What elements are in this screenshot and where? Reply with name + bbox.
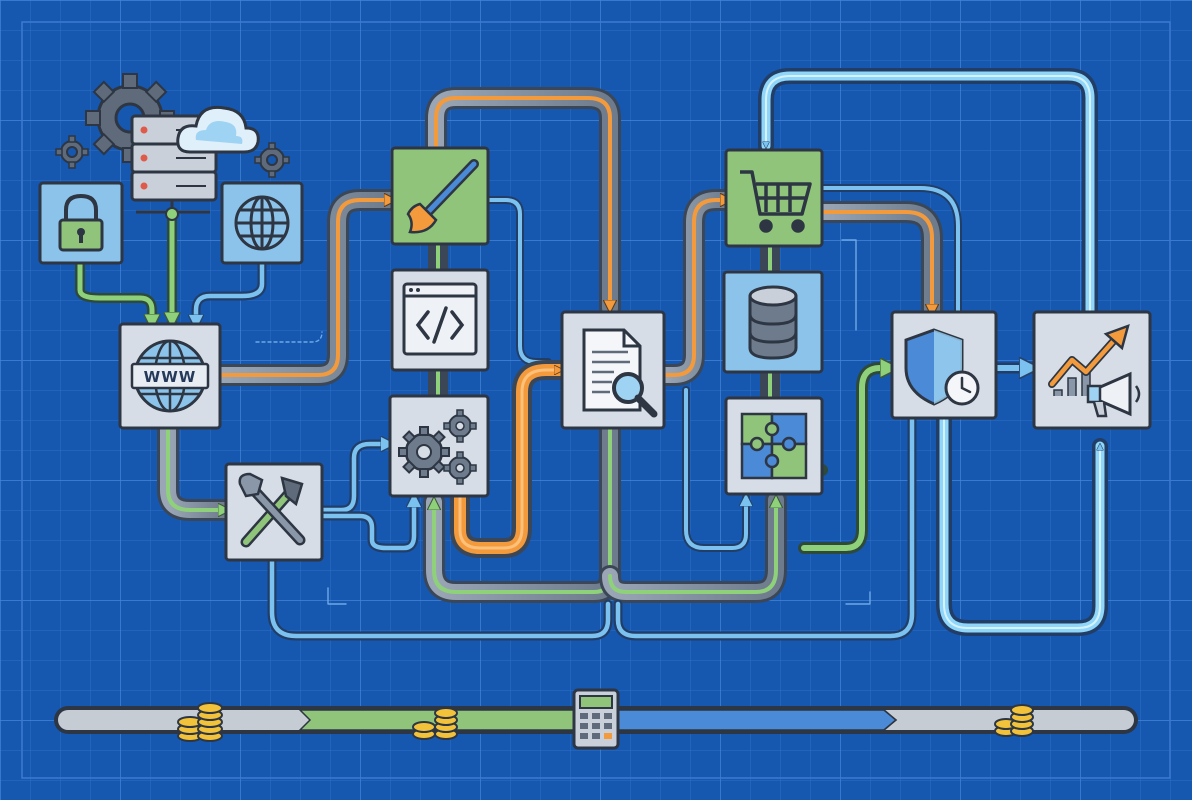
integration-node[interactable] (724, 396, 824, 496)
flow-connectors (75, 68, 1108, 641)
gear-icon (55, 135, 89, 169)
gear-icon (254, 142, 290, 178)
blueprint-border (21, 21, 1171, 779)
cloud-icon (176, 105, 260, 154)
settings-gears-icon (398, 409, 477, 485)
lock-icon (58, 193, 104, 252)
paintbrush-icon (406, 159, 479, 234)
growth-node[interactable] (1032, 310, 1152, 430)
puzzle-icon (740, 412, 808, 480)
website-node[interactable]: WWW (118, 322, 222, 430)
tools-icon (238, 472, 306, 548)
security-shield-icon (904, 328, 980, 406)
code-node[interactable] (390, 268, 490, 372)
coin-stack-icon (994, 704, 1034, 737)
website-icon: WWW (130, 339, 210, 413)
calculator-icon[interactable] (572, 688, 620, 750)
megaphone-icon (1086, 371, 1141, 418)
coin-stack-icon (412, 707, 458, 740)
lock-node[interactable] (38, 181, 124, 265)
design-node[interactable] (390, 146, 490, 246)
globe-node[interactable] (220, 181, 304, 265)
coin-stack-icon (177, 702, 223, 742)
timeline-segment-blue (615, 709, 898, 731)
tools-node[interactable] (224, 462, 324, 562)
document-review-node[interactable] (560, 310, 666, 430)
code-icon (402, 282, 478, 356)
document-search-icon (582, 328, 658, 418)
security-node[interactable] (890, 310, 998, 420)
website-label: WWW (144, 368, 197, 386)
globe-icon (234, 195, 290, 251)
settings-node[interactable] (388, 394, 490, 498)
database-node[interactable] (722, 270, 824, 374)
database-icon (748, 285, 798, 360)
shopping-cart-icon (740, 170, 812, 233)
budget-timeline (54, 688, 1138, 750)
commerce-node[interactable] (724, 148, 824, 248)
growth-chart-icon (1048, 324, 1130, 396)
